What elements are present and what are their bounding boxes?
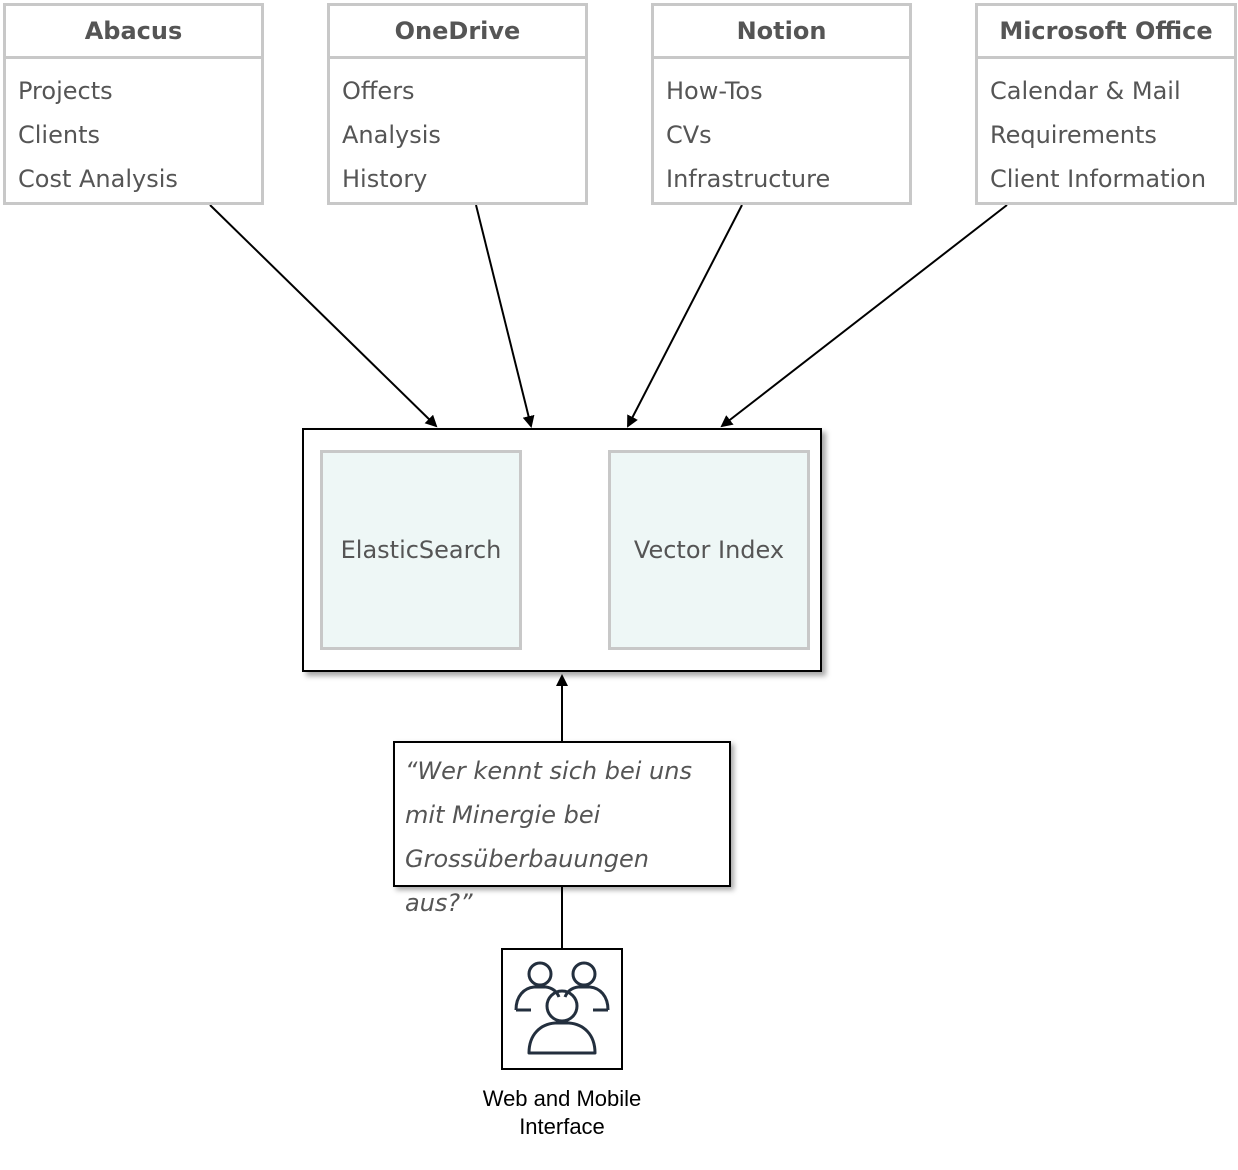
source-item: CVs bbox=[666, 121, 712, 149]
vector-index-box: Vector Index bbox=[608, 450, 810, 650]
source-title: OneDrive bbox=[330, 6, 585, 59]
source-box-abacus: Abacus Projects Clients Cost Analysis bbox=[3, 3, 264, 205]
source-item: Calendar & Mail bbox=[990, 77, 1181, 105]
source-item: Requirements bbox=[990, 121, 1157, 149]
source-item: Cost Analysis bbox=[18, 165, 178, 193]
interface-tile bbox=[501, 948, 623, 1070]
source-item: Clients bbox=[18, 121, 100, 149]
source-title: Abacus bbox=[6, 6, 261, 59]
elasticsearch-box: ElasticSearch bbox=[320, 450, 522, 650]
source-box-notion: Notion How-Tos CVs Infrastructure bbox=[651, 3, 912, 205]
source-box-onedrive: OneDrive Offers Analysis History bbox=[327, 3, 588, 205]
query-text: “Wer kennt sich bei uns mit Minergie bei… bbox=[405, 757, 692, 917]
source-title: Microsoft Office bbox=[978, 6, 1234, 59]
arrow-onedrive-to-search bbox=[475, 204, 535, 428]
search-engine-container: ElasticSearch Vector Index bbox=[302, 428, 822, 672]
source-item: How-Tos bbox=[666, 77, 763, 105]
source-title: Notion bbox=[654, 6, 909, 59]
users-group-icon bbox=[514, 961, 610, 1055]
arrow-office-to-search bbox=[720, 204, 1008, 428]
source-item-list: How-Tos CVs Infrastructure bbox=[654, 59, 909, 201]
query-box: “Wer kennt sich bei uns mit Minergie bei… bbox=[393, 741, 731, 917]
source-item: Client Information bbox=[990, 165, 1207, 193]
source-item: Offers bbox=[342, 77, 415, 105]
source-item: History bbox=[342, 165, 428, 193]
source-box-microsoft-office: Microsoft Office Calendar & Mail Require… bbox=[975, 3, 1237, 205]
source-item-list: Calendar & Mail Requirements Client Info… bbox=[978, 59, 1234, 201]
interface-label: Web and Mobile Interface bbox=[482, 1086, 642, 1139]
source-item: Analysis bbox=[342, 121, 441, 149]
source-item-list: Projects Clients Cost Analysis bbox=[6, 59, 261, 201]
source-item: Projects bbox=[18, 77, 113, 105]
arrow-notion-to-search bbox=[627, 204, 743, 428]
source-item: Infrastructure bbox=[666, 165, 831, 193]
source-item-list: Offers Analysis History bbox=[330, 59, 585, 201]
arrow-abacus-to-search bbox=[209, 204, 438, 428]
